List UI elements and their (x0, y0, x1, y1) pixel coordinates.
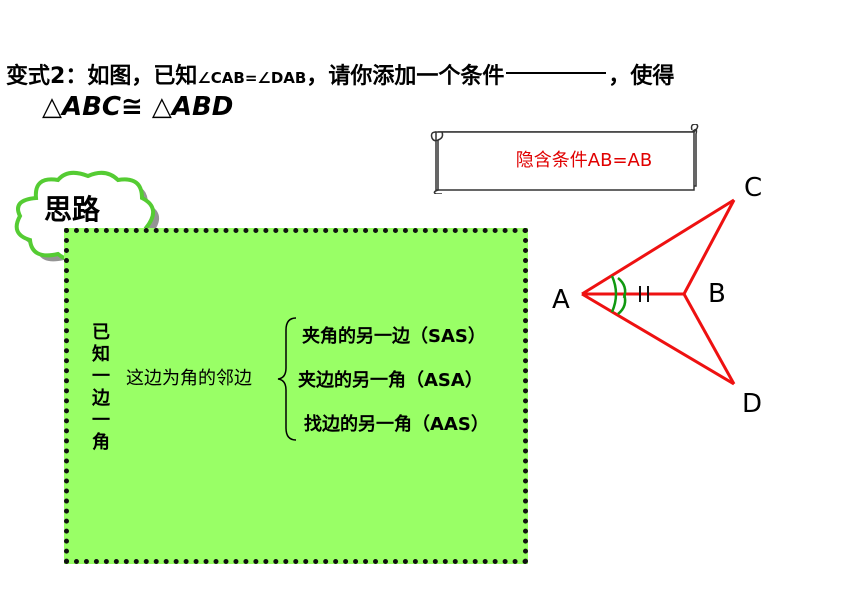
geometry-figure: A B C D (552, 173, 762, 419)
case-asa: 夹边的另一角（ASA） (298, 370, 483, 391)
curly-brace (277, 317, 297, 441)
vertical-char: 已 (92, 322, 110, 343)
variant-number: 2 (50, 64, 66, 89)
problem-statement: 变式2：如图，已知∠CAB=∠DAB，请你添加一个条件 ，使得 (6, 58, 674, 90)
vertical-char: 一 (92, 366, 110, 387)
vertical-char: 角 (92, 432, 110, 453)
answer-blank (506, 72, 607, 74)
case-sas: 夹角的另一边（SAS） (302, 326, 486, 347)
label-b: B (708, 279, 726, 309)
label-c: C (744, 173, 762, 203)
triangle-abd: △ABD (142, 92, 234, 122)
equal-mark (639, 286, 649, 302)
segment-bd (682, 293, 736, 385)
segment-ad (581, 292, 735, 386)
label-a: A (552, 285, 570, 315)
cloud-label: 思路 (44, 193, 101, 226)
edge-type-label: 这边为角的邻边 (126, 368, 252, 389)
request-text: ，请你添加一个条件 (306, 64, 505, 89)
segment-bc (682, 199, 736, 295)
vertical-char: 一 (92, 410, 110, 431)
vertical-char: 知 (92, 344, 110, 365)
problem-suffix: ，使得 (608, 64, 675, 89)
problem-lead-text: ：如图，已知 (65, 64, 198, 89)
congruent-symbol: ≅ (121, 92, 143, 122)
triangle-lines (581, 198, 736, 386)
triangle-abc: △ABC (42, 92, 122, 122)
given-condition: ∠CAB=∠DAB (197, 69, 307, 87)
case-aas: 找边的另一角（AAS） (304, 414, 489, 435)
scroll-note (430, 124, 699, 194)
segment-ac (581, 198, 735, 296)
thinking-box (64, 228, 528, 564)
vertical-char: 边 (92, 388, 110, 409)
angle-arc-lower (617, 293, 627, 315)
angle-arc-upper (610, 275, 618, 313)
hidden-condition-text: 隐含条件AB=AB (515, 150, 653, 171)
known-side-angle-label: 已知一边一角 (90, 322, 112, 454)
conclusion-statement: △ABC≅ △ABD (42, 92, 233, 122)
label-d: D (742, 389, 762, 419)
variant-label: 变式 (6, 64, 51, 89)
